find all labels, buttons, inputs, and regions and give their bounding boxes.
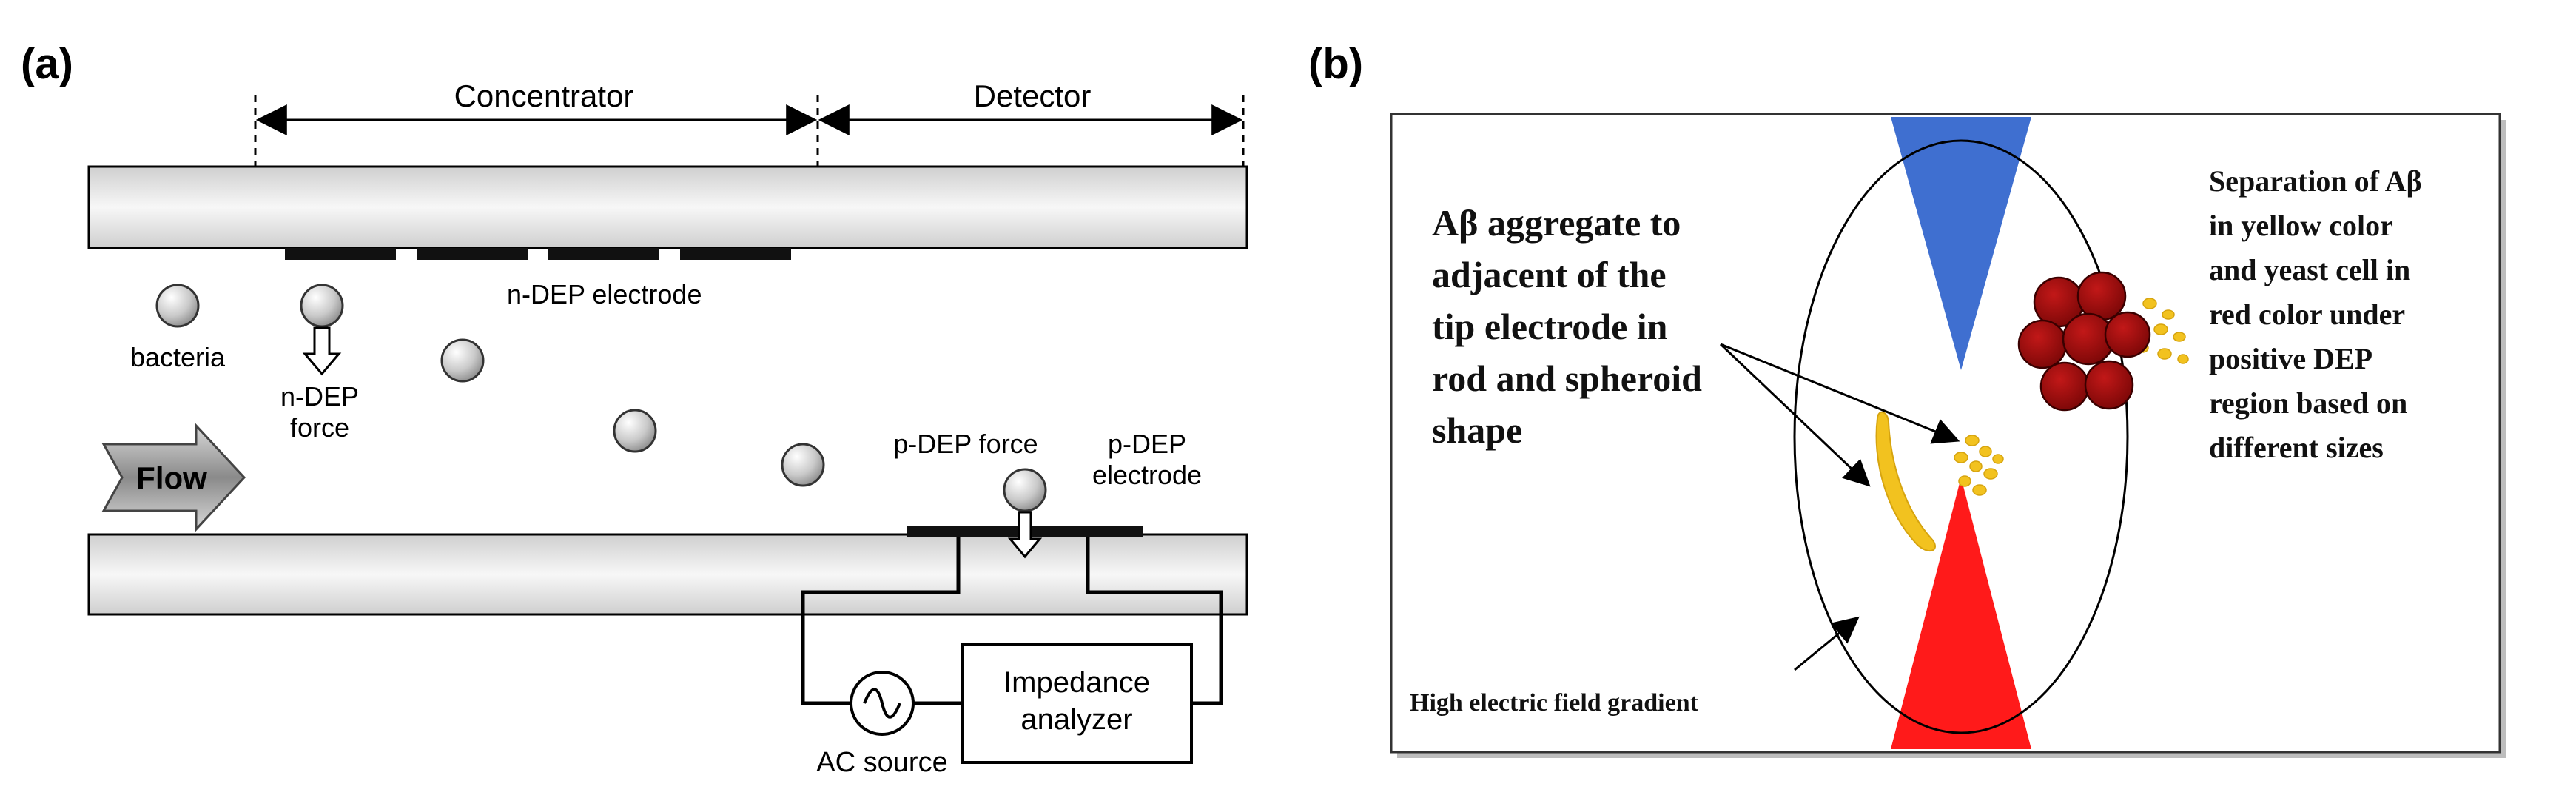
panel-b: (b): [1308, 40, 2506, 758]
bacteria-bead-3: [440, 338, 485, 383]
right-text-line-2: in yellow color: [2209, 209, 2393, 242]
impedance-label-line2: analyzer: [1020, 703, 1132, 736]
yeast-cell-cluster: [2017, 271, 2151, 412]
pdep-force-label: p-DEP force: [893, 429, 1038, 459]
red-tip-electrode: [1891, 477, 2031, 749]
right-text-line-6: region based on: [2209, 386, 2407, 420]
annotation-arrow-to-rod: [1719, 343, 1871, 487]
ac-source-label: AC source: [816, 747, 947, 778]
ndep-electrode-2: [417, 248, 528, 260]
bacteria-bead-5: [781, 443, 825, 487]
pdep-force-arrow: [1007, 511, 1043, 559]
annotation-arrow-to-ellipse: [1794, 616, 1860, 671]
impedance-analyzer-box: [961, 643, 1193, 764]
right-text-line-4: red color under: [2209, 298, 2405, 331]
channel-interior: [90, 249, 1245, 533]
impedance-label-line1: Impedance: [1003, 666, 1150, 699]
channel-top-wall: [87, 165, 1248, 249]
ndep-force-label-line1: n-DEP: [280, 381, 359, 412]
concentrator-label: Concentrator: [454, 78, 634, 113]
left-text-line-3: tip electrode in: [1432, 306, 1668, 347]
bacteria-label: bacteria: [130, 342, 226, 372]
panel-a-label: (a): [21, 40, 73, 88]
ndep-force-arrow: [302, 326, 342, 376]
abeta-separated-dots: [2136, 298, 2189, 364]
panel-a: (a) Concentrator Detector n-DEP electrod…: [21, 40, 1248, 778]
captured-bacteria-bead: [1003, 468, 1047, 512]
ndep-force-label-line2: force: [290, 412, 349, 443]
annotation-arrow-to-spheroid: [1720, 343, 1960, 444]
flow-label: Flow: [136, 460, 207, 495]
right-text-line-5: positive DEP: [2209, 342, 2372, 375]
flow-arrow: [101, 423, 246, 532]
circuit-wire-left: [801, 537, 961, 705]
bacteria-bead-1: [155, 284, 200, 328]
right-text-line-7: different sizes: [2209, 431, 2384, 464]
left-text-line-5: shape: [1432, 409, 1522, 451]
pdep-electrode-label-line2: electrode: [1092, 460, 1202, 490]
left-text-line-2: adjacent of the: [1432, 254, 1667, 295]
abeta-spheroid-cluster: [1954, 435, 2004, 496]
left-annotation-text: Aβ aggregate to adjacent of the tip elec…: [1432, 202, 1702, 451]
left-text-line-4: rod and spheroid: [1432, 358, 1702, 399]
right-text-line-3: and yeast cell in: [2209, 253, 2410, 286]
circuit-wire-right: [1086, 537, 1223, 705]
sine-wave-icon: [863, 688, 901, 719]
ndep-electrode-1: [285, 248, 396, 260]
blue-tip-electrode: [1891, 117, 2031, 370]
bacteria-bead-2: [300, 284, 344, 328]
right-text-line-1: Separation of Aβ: [2209, 164, 2422, 198]
panel-b-label: (b): [1308, 40, 1363, 88]
abeta-rod-aggregate: [1875, 411, 1936, 551]
bacteria-bead-4: [613, 409, 657, 453]
channel-bottom-wall: [87, 533, 1248, 616]
ndep-electrode-4: [680, 248, 791, 260]
left-text-line-1: Aβ aggregate to: [1432, 202, 1681, 244]
right-annotation-text: Separation of Aβ in yellow color and yea…: [2209, 164, 2422, 464]
detector-label: Detector: [974, 78, 1092, 113]
ndep-electrode-3: [548, 248, 659, 260]
ndep-electrode-label: n-DEP electrode: [507, 279, 702, 309]
high-field-caption: High electric field gradient: [1410, 689, 1699, 717]
pdep-electrode-label-line1: p-DEP: [1108, 429, 1186, 459]
high-field-region-ellipse: [1793, 139, 2129, 734]
